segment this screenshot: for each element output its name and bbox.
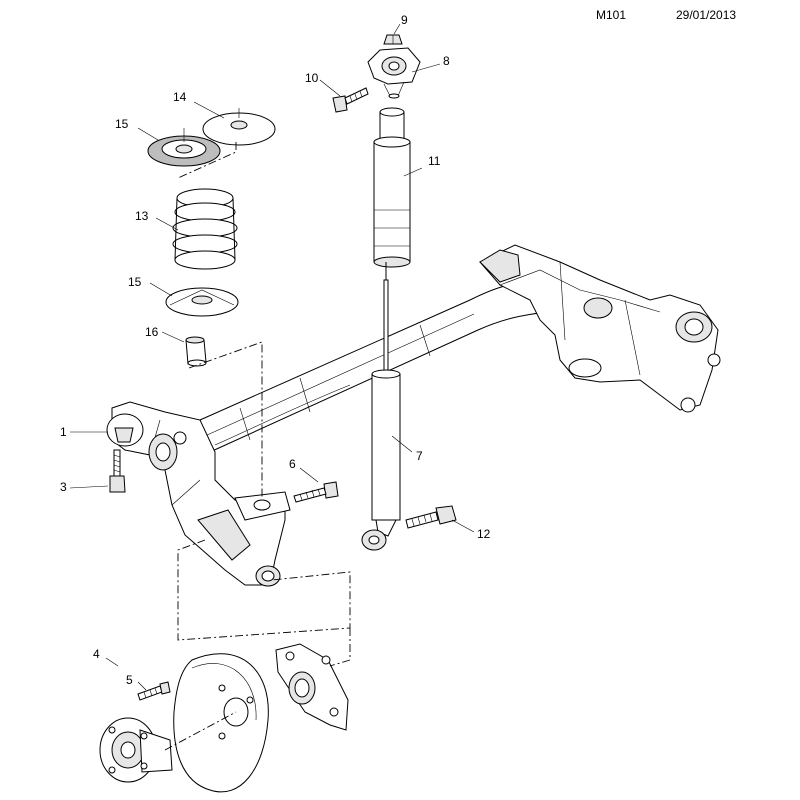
left-trailing-arm[interactable] [111, 401, 291, 587]
label-part-6: 6 [289, 457, 296, 471]
label-part-5: 5 [126, 673, 133, 687]
label-part-11: 11 [428, 154, 441, 168]
part-13-coil-spring[interactable] [172, 188, 238, 270]
part-3-bolt[interactable] [109, 449, 126, 493]
label-part-13: 13 [135, 209, 149, 223]
label-part-14: 14 [173, 90, 187, 104]
part-1-bush-housing[interactable] [106, 413, 144, 447]
assembly-lines [164, 142, 387, 751]
hub-carrier[interactable] [275, 643, 349, 731]
part-16-bump-stop[interactable] [185, 336, 207, 367]
part-12-bolt[interactable] [405, 505, 457, 529]
label-part-12: 12 [477, 527, 491, 541]
part-4-hub-bearing[interactable] [99, 717, 173, 783]
part-6-bolt[interactable] [293, 481, 339, 503]
label-part-15-lower: 15 [128, 275, 142, 289]
part-14-upper-spring-seat[interactable] [202, 108, 276, 146]
label-part-1: 1 [60, 425, 67, 439]
part-10-bolt[interactable] [332, 87, 369, 113]
label-part-7: 7 [416, 449, 423, 463]
part-15-lower-insulator[interactable] [165, 287, 239, 317]
part-15-upper-insulator[interactable] [147, 128, 221, 167]
label-part-9: 9 [401, 13, 408, 27]
part-labels: 9 8 10 11 14 15 13 15 16 1 3 6 7 12 4 5 [60, 13, 491, 687]
part-7-shock-absorber[interactable] [361, 279, 401, 551]
diagram-code: M101 [596, 8, 627, 22]
label-part-16: 16 [145, 325, 159, 339]
label-part-15-upper: 15 [115, 117, 129, 131]
part-11-dust-boot[interactable] [373, 107, 411, 268]
label-part-3: 3 [60, 480, 67, 494]
part-8-upper-mount[interactable] [367, 47, 421, 99]
label-part-10: 10 [305, 71, 319, 85]
diagram-date: 29/01/2013 [676, 8, 737, 22]
leader-lines [69, 23, 475, 691]
part-5-wheel-bolt[interactable] [137, 681, 171, 701]
label-part-8: 8 [443, 54, 450, 68]
label-part-4: 4 [93, 647, 100, 661]
part-9-nut[interactable] [383, 34, 403, 45]
brake-backing-plate[interactable] [173, 653, 269, 793]
right-trailing-arm[interactable] [479, 244, 721, 413]
